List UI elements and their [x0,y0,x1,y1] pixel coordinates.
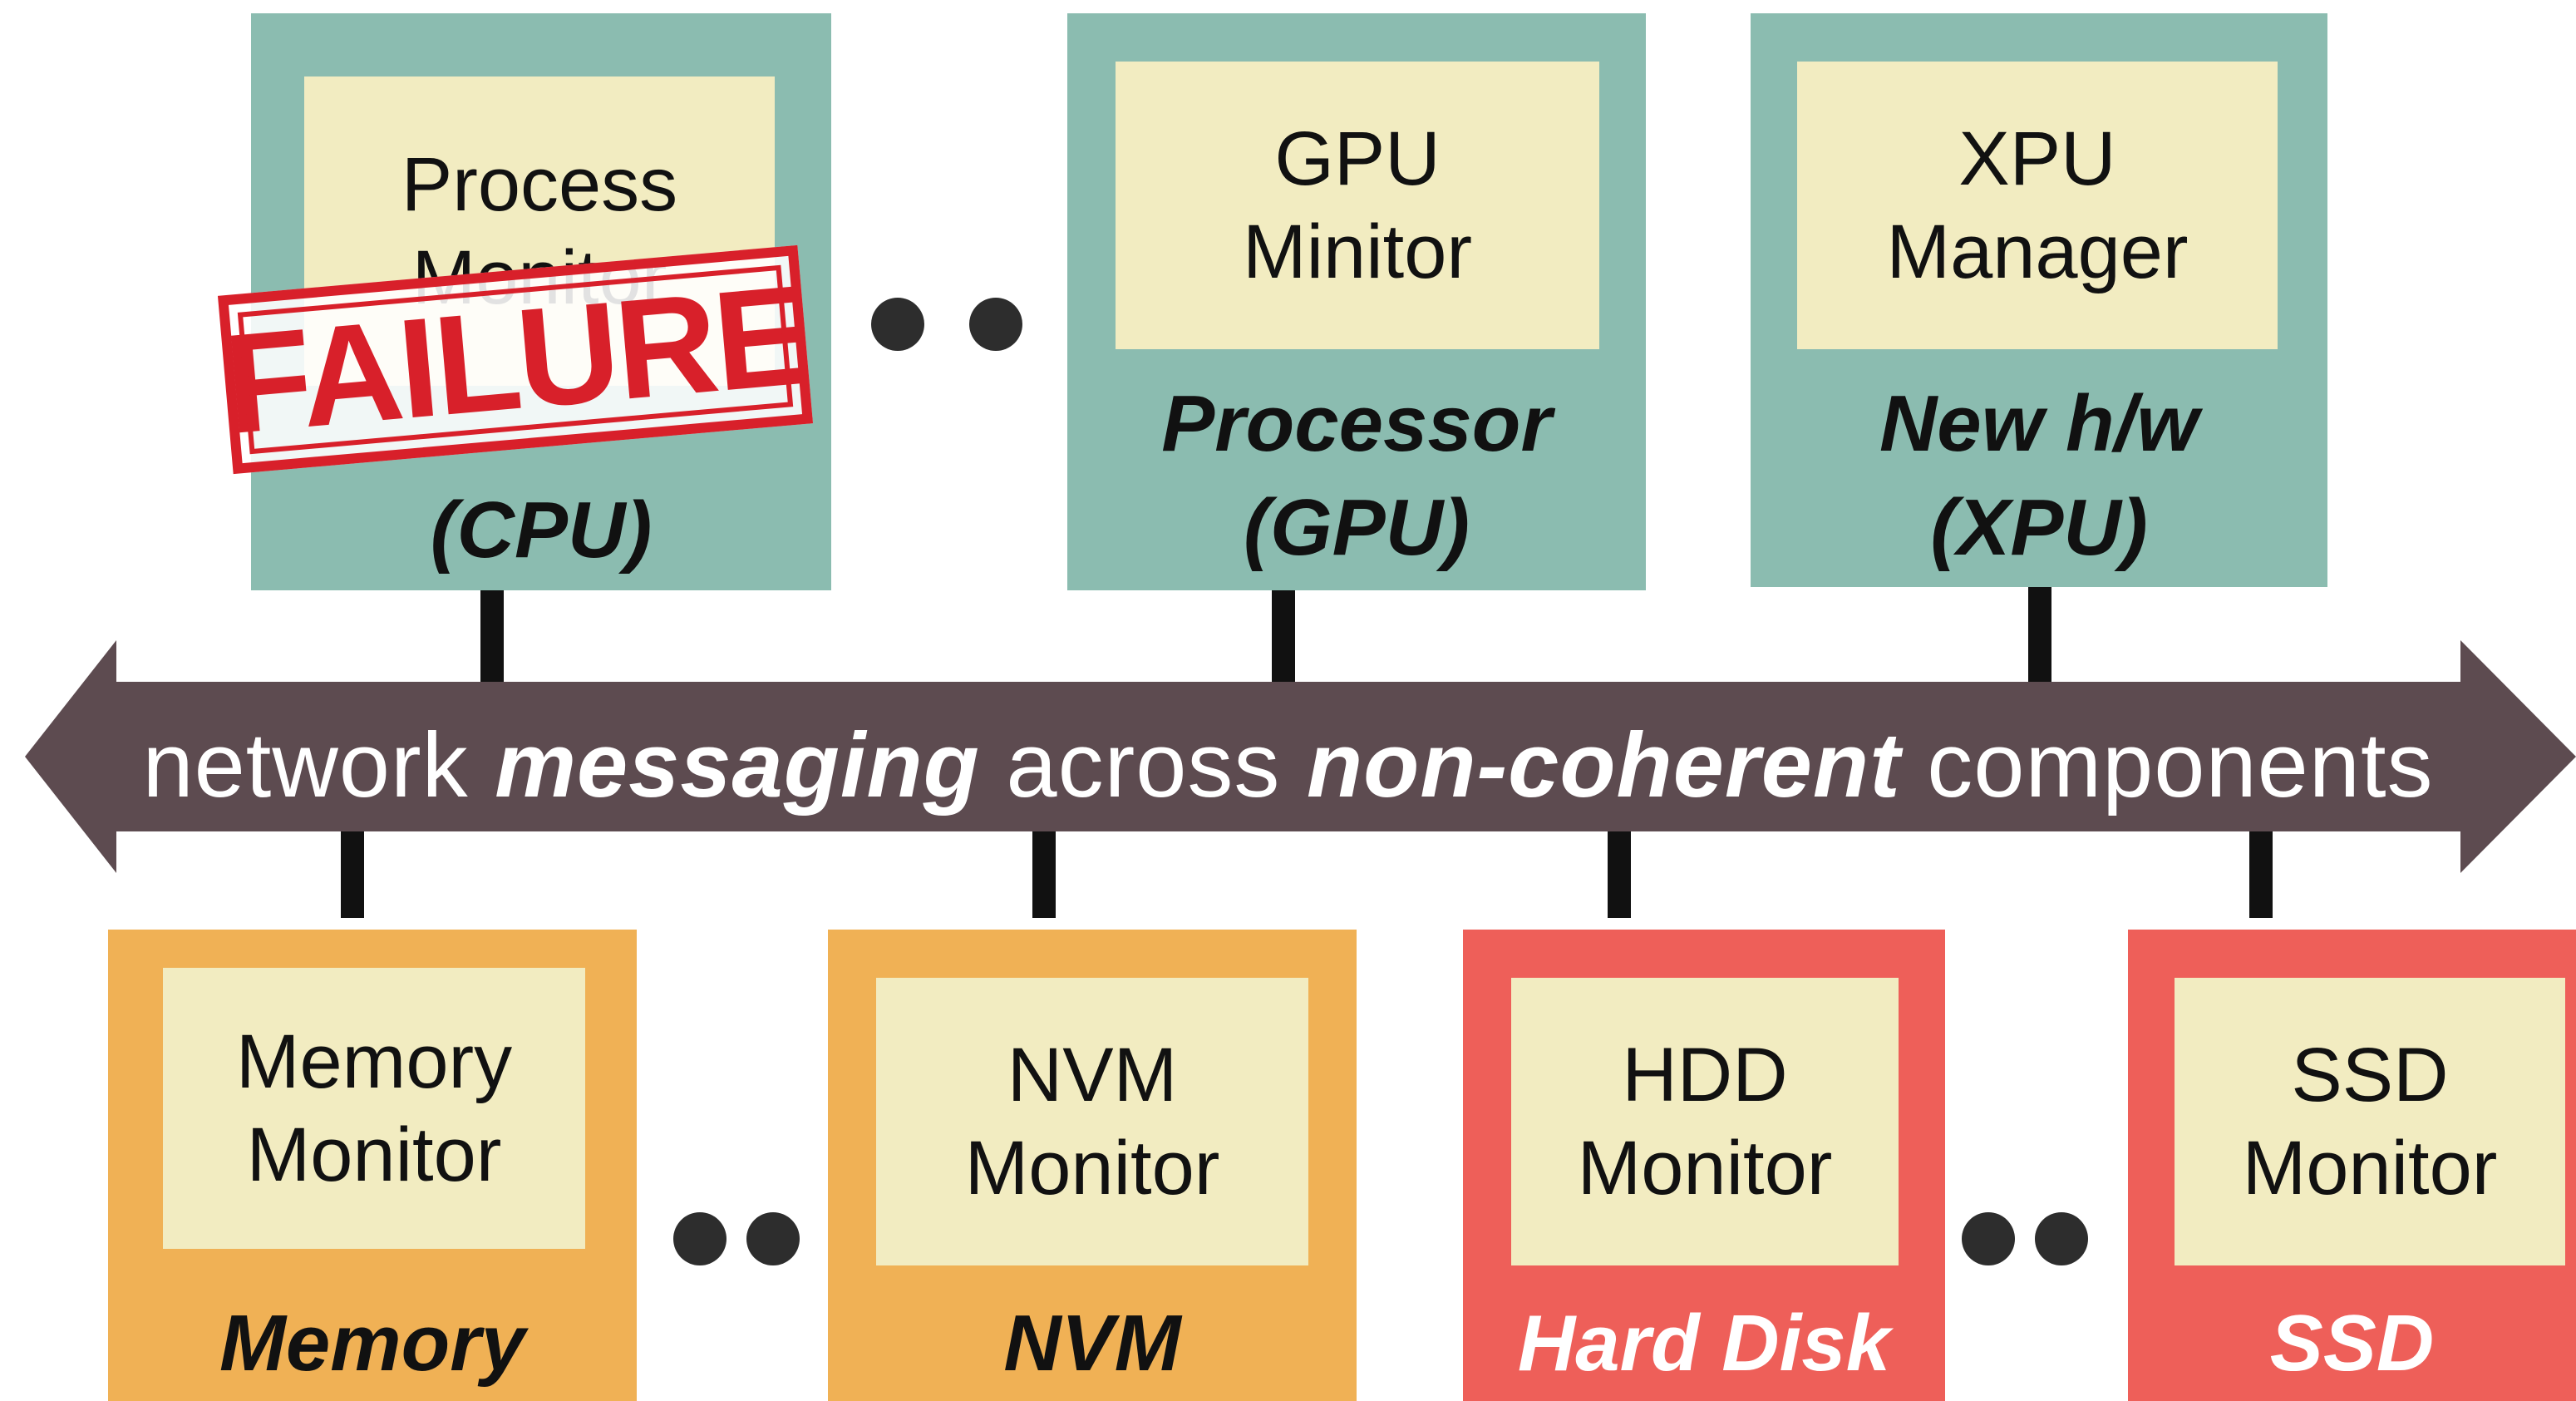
connector-nvm [1032,831,1056,918]
ellipsis-dot [673,1212,727,1265]
xpu-manager-line2: Manager [1886,210,2189,294]
xpu-box: XPU Manager New h/w (XPU) [1751,13,2327,587]
gpu-hw-label: Processor (GPU) [1067,372,1646,580]
hdd-box: HDD Monitor Hard Disk [1463,930,1945,1401]
ellipsis-dot [746,1212,800,1265]
connector-ssd [2249,831,2273,918]
gpu-box: GPU Minitor Processor (GPU) [1067,13,1646,590]
bus-label: network messaging across non-coherent co… [50,682,2526,848]
nvm-monitor-line2: Monitor [964,1126,1220,1211]
ellipsis-dot [2035,1212,2088,1265]
ssd-monitor: SSD Monitor [2175,978,2565,1265]
ellipsis-dot [969,298,1022,351]
gpu-monitor-line2: Minitor [1242,210,1473,294]
nvm-box: NVM Monitor NVM [828,930,1357,1401]
cpu-hw-label: (CPU) [251,479,831,583]
memory-monitor: Memory Monitor [163,968,585,1249]
memory-monitor-line2: Monitor [246,1112,502,1197]
ssd-hw-label: SSD [2269,1299,2435,1388]
hdd-hw-label: Hard Disk [1517,1299,1891,1388]
nvm-hw-label: NVM [1003,1299,1181,1388]
cpu-hw-line2: (CPU) [430,486,653,575]
gpu-hw-line2: (GPU) [1244,482,1470,572]
bus-label-messaging: messaging [495,713,980,816]
hdd-monitor-line2: Monitor [1577,1126,1833,1211]
bus-label-mid: across [979,713,1307,816]
bus-label-post: components [1900,713,2434,816]
bus-label-non-coherent: non-coherent [1306,713,1901,816]
hdd-monitor-line1: HDD [1622,1032,1788,1117]
memory-hw-label: Memory [219,1299,526,1388]
ellipsis-dot [871,298,924,351]
failure-stamp-text: FAILURE [219,255,812,464]
hdd-monitor: HDD Monitor [1511,978,1899,1265]
xpu-manager: XPU Manager [1797,62,2278,349]
xpu-hw-line1: New h/w [1879,379,2199,468]
connector-memory [341,831,364,918]
network-bus-arrow [25,640,2576,873]
bus-arrow-shape [25,640,2576,873]
connector-hdd [1608,831,1631,918]
xpu-hw-line2: (XPU) [1930,482,2148,572]
gpu-hw-line1: Processor [1161,379,1552,468]
gpu-monitor: GPU Minitor [1116,62,1599,349]
connector-gpu [1272,590,1295,682]
nvm-monitor-line1: NVM [1007,1032,1178,1117]
xpu-manager-line1: XPU [1958,116,2116,201]
xpu-hw-label: New h/w (XPU) [1751,372,2327,580]
ssd-box: SSD Monitor SSD [2128,930,2576,1401]
process-monitor-line1: Process [401,141,678,227]
ssd-monitor-line1: SSD [2291,1032,2449,1117]
ssd-monitor-line2: Monitor [2242,1126,2498,1211]
ellipsis-dot [1962,1212,2015,1265]
gpu-monitor-line1: GPU [1274,116,1441,201]
connector-xpu [2028,587,2051,682]
memory-monitor-line1: Memory [235,1019,513,1104]
memory-box: Memory Monitor Memory [108,930,637,1401]
nvm-monitor: NVM Monitor [876,978,1308,1265]
connector-cpu [480,590,504,682]
bus-label-pre: network [142,713,495,816]
